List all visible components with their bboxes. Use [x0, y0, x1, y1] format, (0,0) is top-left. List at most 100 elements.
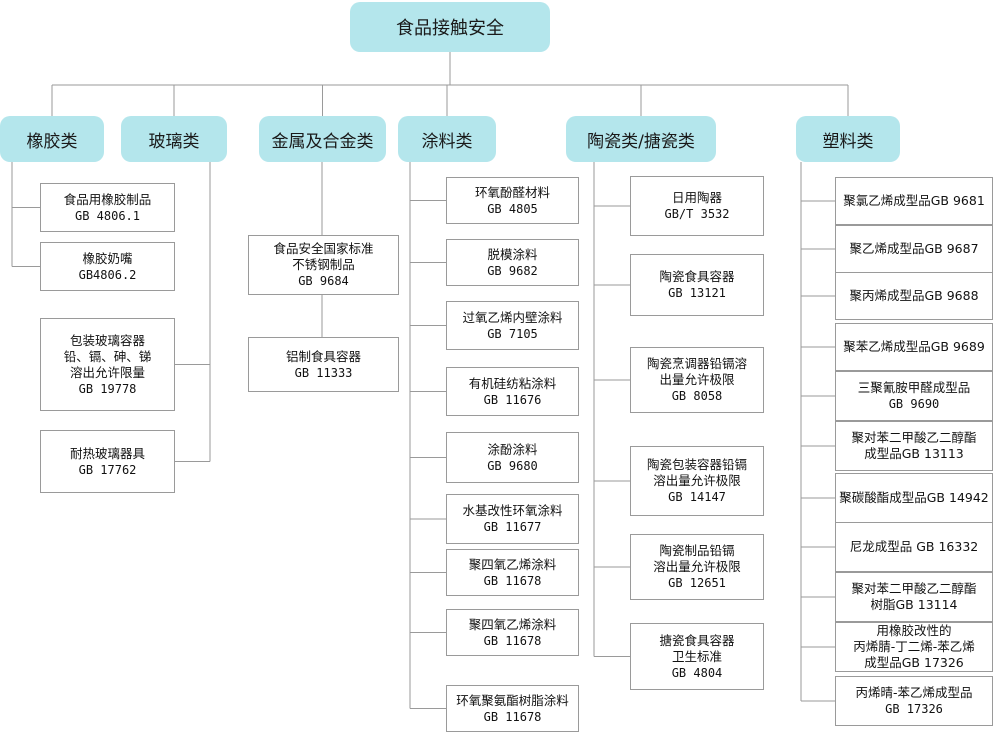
standard-text: 聚四氧乙烯涂料 [468, 616, 557, 632]
standard-text: GB 11678 [483, 573, 542, 588]
standard-text: GB 9682 [487, 263, 538, 278]
standard-text: 溶出量允许极限 [653, 559, 741, 574]
standard-text: GB 11678 [483, 709, 542, 724]
category-node: 橡胶类 [0, 116, 104, 162]
standard-text: 搪瓷食具容器 [659, 632, 735, 648]
category-node: 陶瓷类/搪瓷类 [566, 116, 716, 162]
standard-text: 聚碳酸酯成型品GB 14942 [839, 490, 989, 505]
standard-text: 陶瓷食具容器 [659, 269, 735, 284]
standard-text: GB 11676 [483, 392, 542, 407]
standard-text: GB 11678 [483, 633, 542, 648]
standard-box: 丙烯晴-苯乙烯成型品 GB 17326 [835, 676, 993, 726]
standard-text: 铝制食具容器 [285, 348, 361, 364]
standard-text: GB 13121 [668, 286, 726, 300]
standard-box: 聚碳酸酯成型品GB 14942 [835, 473, 993, 523]
standard-text: 涂酚涂料 [487, 441, 538, 457]
standard-text: 聚对苯二甲酸乙二醇酯 [851, 581, 977, 596]
standard-box: 水基改性环氧涂料 GB 11677 [446, 494, 579, 544]
standard-text: 陶瓷烹调器铅镉溶 [646, 356, 747, 371]
category-node: 金属及合金类 [259, 116, 386, 162]
standard-text: 用橡胶改性的 [876, 623, 952, 638]
standard-text: 橡胶奶嘴 [82, 250, 133, 266]
category-node: 玻璃类 [121, 116, 227, 162]
standard-text: 丙烯晴-苯乙烯成型品 [855, 685, 973, 700]
standard-text: 丙烯腈-丁二烯-苯乙烯 [853, 639, 975, 654]
standard-text: 聚对苯二甲酸乙二醇酯 [851, 430, 977, 445]
standard-box: 陶瓷烹调器铅镉溶出量允许极限 GB 8058 [630, 347, 764, 413]
standard-box: 食品安全国家标准不锈钢制品 GB 9684 [248, 235, 399, 295]
standard-text: 过氧乙烯内壁涂料 [462, 309, 563, 325]
standard-text: GB/T 3532 [664, 207, 730, 221]
standard-text: 聚氯乙烯成型品GB 9681 [843, 193, 985, 208]
standard-text: 卫生标准 [671, 648, 722, 664]
standard-box: 陶瓷食具容器 GB 13121 [630, 254, 764, 316]
standard-text: 有机硅纺粘涂料 [468, 375, 557, 391]
standard-text: 食品用橡胶制品 [63, 191, 152, 207]
standard-text: 水基改性环氧涂料 [462, 503, 563, 518]
standard-text: GB 9690 [888, 397, 940, 411]
standard-text: 出量允许极限 [659, 372, 735, 387]
standard-box: 聚对苯二甲酸乙二醇酯树脂GB 13114 [835, 572, 993, 622]
standard-text: GB 4804 [671, 665, 723, 680]
standard-text: 聚丙烯成型品GB 9688 [849, 288, 979, 303]
standard-text: GB 19778 [78, 381, 137, 396]
standard-box: 陶瓷制品铅镉溶出量允许极限 GB 12651 [630, 534, 764, 600]
standard-text: GB4806.2 [78, 267, 137, 282]
category-node: 涂料类 [398, 116, 496, 162]
standard-text: 耐热玻璃器具 [69, 445, 145, 461]
standard-text: 铅、镉、砷、锑 [63, 348, 152, 364]
standard-box: 聚对苯二甲酸乙二醇酯成型品GB 13113 [835, 421, 993, 471]
standard-text: 环氧酚醛材料 [474, 184, 550, 200]
standard-text: 成型品GB 13113 [864, 446, 964, 461]
standard-text: 聚四氧乙烯涂料 [468, 556, 557, 572]
standard-box: 陶瓷包装容器铅镉溶出量允许极限 GB 14147 [630, 446, 764, 516]
standard-box: 聚丙烯成型品GB 9688 [835, 272, 993, 320]
standard-text: GB 8058 [671, 389, 723, 403]
standard-text: 聚苯乙烯成型品GB 9689 [843, 339, 985, 354]
standard-text: 不锈钢制品 [292, 257, 355, 272]
standard-text: 食品安全国家标准 [273, 241, 374, 256]
standard-text: GB 12651 [668, 576, 726, 590]
standard-text: GB 4805 [487, 201, 538, 216]
standard-text: GB 14147 [668, 490, 726, 504]
standard-text: GB 9684 [298, 274, 349, 288]
standard-text: 尼龙成型品 GB 16332 [849, 539, 979, 554]
standard-box: 用橡胶改性的丙烯腈-丁二烯-苯乙烯成型品GB 17326 [835, 622, 993, 672]
root-node: 食品接触安全 [350, 2, 550, 52]
standard-text: 日用陶器 [671, 190, 722, 205]
standard-text: GB 7105 [487, 326, 538, 341]
standard-text: 聚乙烯成型品GB 9687 [849, 241, 979, 256]
standard-text: GB 17326 [885, 702, 943, 716]
standard-text: GB 4806.1 [74, 208, 141, 223]
standard-text: 三聚氰胺甲醛成型品 [857, 380, 971, 395]
standard-text: 溶出量允许极限 [653, 473, 741, 488]
standard-text: GB 9680 [487, 458, 538, 473]
standard-box: 聚氯乙烯成型品GB 9681 [835, 177, 993, 225]
standard-box: 三聚氰胺甲醛成型品 GB 9690 [835, 371, 993, 421]
standard-text: 陶瓷包装容器铅镉 [646, 457, 747, 472]
category-node: 塑料类 [796, 116, 900, 162]
standard-text: 树脂GB 13114 [870, 597, 958, 612]
standard-text: 陶瓷制品铅镉 [659, 543, 735, 558]
standard-text: 成型品GB 17326 [864, 655, 964, 670]
standard-box: 尼龙成型品 GB 16332 [835, 522, 993, 572]
standard-box: 聚乙烯成型品GB 9687 [835, 225, 993, 273]
standard-box: 聚苯乙烯成型品GB 9689 [835, 323, 993, 371]
standard-text: GB 11333 [294, 365, 353, 380]
standard-text: GB 11677 [483, 520, 542, 534]
standard-text: 包装玻璃容器 [69, 332, 145, 348]
